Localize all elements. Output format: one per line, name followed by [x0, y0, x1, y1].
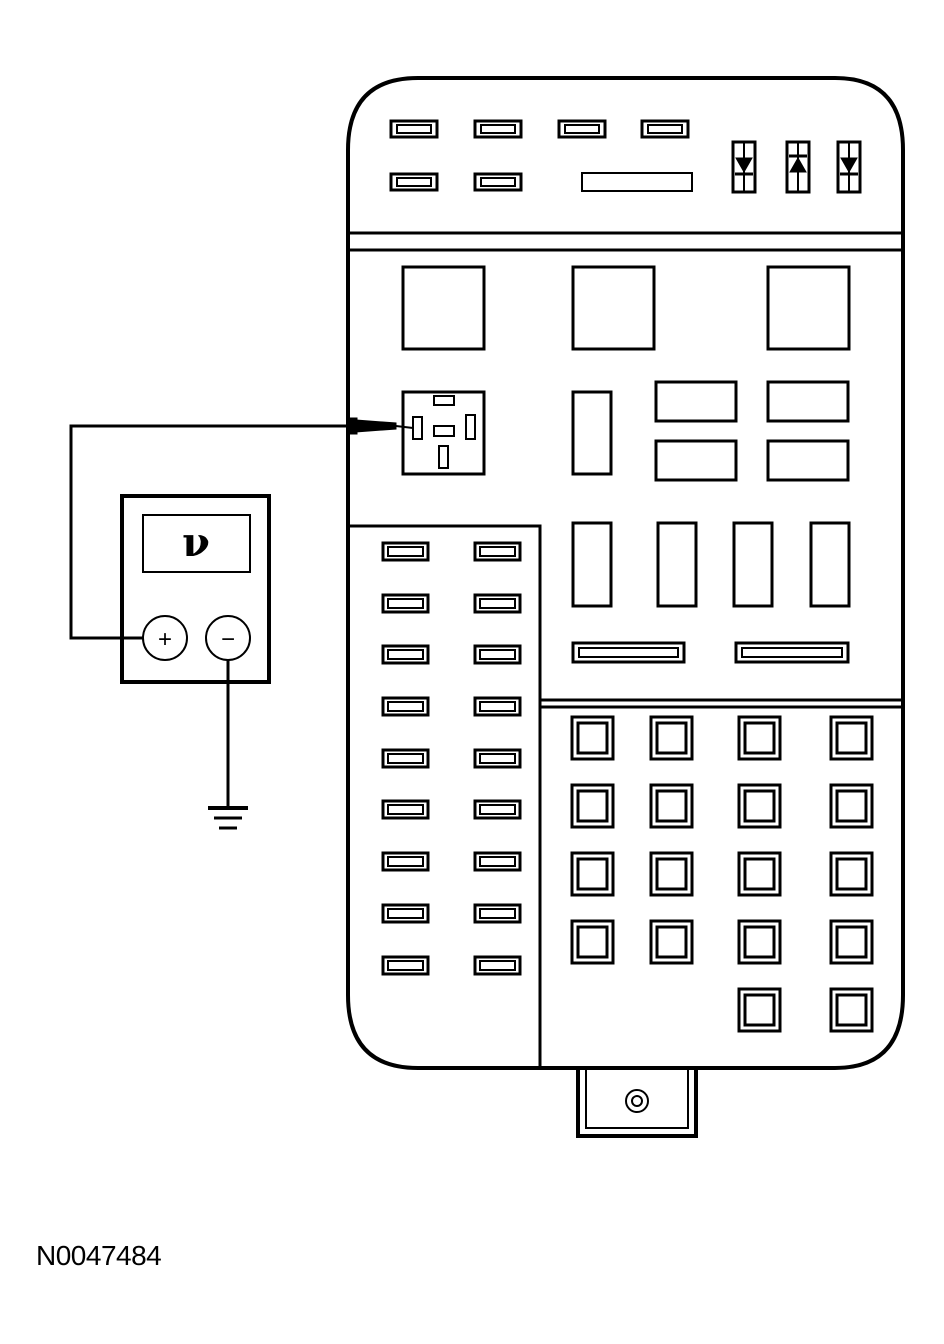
mini-fuse: [381, 799, 430, 820]
relay: [766, 265, 851, 351]
maxi-fuse: [829, 919, 874, 965]
maxi-fuse: [570, 851, 615, 897]
mid-relay-group: [571, 380, 851, 608]
relay: [656, 521, 698, 608]
test-probe-icon: [348, 417, 414, 435]
mini-fuse: [381, 955, 430, 976]
maxi-fuse: [829, 987, 874, 1033]
mini-fuse: [381, 851, 430, 872]
mini-fuse: [381, 593, 430, 614]
maxi-fuse: [570, 783, 615, 829]
diode-icon: [836, 140, 862, 194]
diode-group: [731, 140, 862, 194]
mini-fuse: [473, 593, 522, 614]
mini-fuse: [381, 748, 430, 769]
mini-fuse: [381, 696, 430, 717]
maxi-fuse: [829, 715, 874, 761]
maxi-fuse: [737, 919, 782, 965]
mounting-hole-icon: [625, 1089, 649, 1113]
maxi-fuse: [649, 715, 694, 761]
mini-fuse: [473, 541, 522, 562]
mini-fuse: [473, 748, 522, 769]
mounting-tab: [576, 1068, 698, 1138]
top-fuse-row: [389, 119, 693, 192]
maxi-fuse: [829, 851, 874, 897]
maxi-fuse: [570, 919, 615, 965]
mini-fuse: [473, 119, 523, 139]
relay: [732, 521, 774, 608]
mini-fuse: [473, 644, 522, 665]
maxi-fuse: [649, 783, 694, 829]
maxi-fuse: [737, 851, 782, 897]
multimeter-display: [142, 514, 251, 573]
mini-fuse: [473, 799, 522, 820]
mini-fuse: [473, 955, 522, 976]
large-relay-row: [401, 265, 851, 351]
diode-icon: [731, 140, 757, 194]
relay: [571, 390, 613, 476]
figure-id: N0047484: [36, 1240, 162, 1271]
mini-fuse: [557, 119, 607, 139]
mini-fuse: [640, 119, 690, 139]
negative-terminal-label: −: [221, 626, 235, 653]
long-fuse-slot: [581, 172, 693, 192]
fuse-box-housing: [346, 76, 905, 1070]
maxi-fuse: [737, 715, 782, 761]
relay-under-test: [401, 390, 486, 476]
positive-terminal-label: +: [158, 626, 172, 653]
maxi-fuse: [649, 919, 694, 965]
mini-fuse: [381, 541, 430, 562]
relay: [654, 380, 738, 423]
relay: [571, 521, 613, 608]
negative-test-lead: [208, 660, 248, 830]
maxi-fuse: [737, 783, 782, 829]
mini-fuse: [473, 903, 522, 924]
positive-test-lead: [69, 417, 414, 640]
connector-strips: [571, 641, 850, 664]
maxi-fuse: [737, 987, 782, 1033]
relay: [571, 265, 656, 351]
ground-symbol-icon: [208, 806, 248, 830]
mini-fuse: [473, 696, 522, 717]
mini-fuse: [389, 119, 439, 139]
maxi-fuse: [829, 783, 874, 829]
multimeter: [120, 494, 271, 684]
relay: [766, 439, 850, 482]
mini-fuse: [381, 644, 430, 665]
maxi-fuse: [649, 851, 694, 897]
diode-icon: [785, 140, 811, 194]
relay: [401, 265, 486, 351]
mini-fuse: [473, 851, 522, 872]
left-fuse-panel: [381, 541, 522, 976]
mini-fuse: [381, 903, 430, 924]
maxi-fuse-grid: [570, 715, 874, 1033]
relay: [766, 380, 850, 423]
multimeter-display-symbol: ν: [182, 519, 210, 566]
relay: [809, 521, 851, 608]
mini-fuse: [389, 172, 439, 192]
maxi-fuse: [570, 715, 615, 761]
relay: [654, 439, 738, 482]
mini-fuse: [473, 172, 523, 192]
